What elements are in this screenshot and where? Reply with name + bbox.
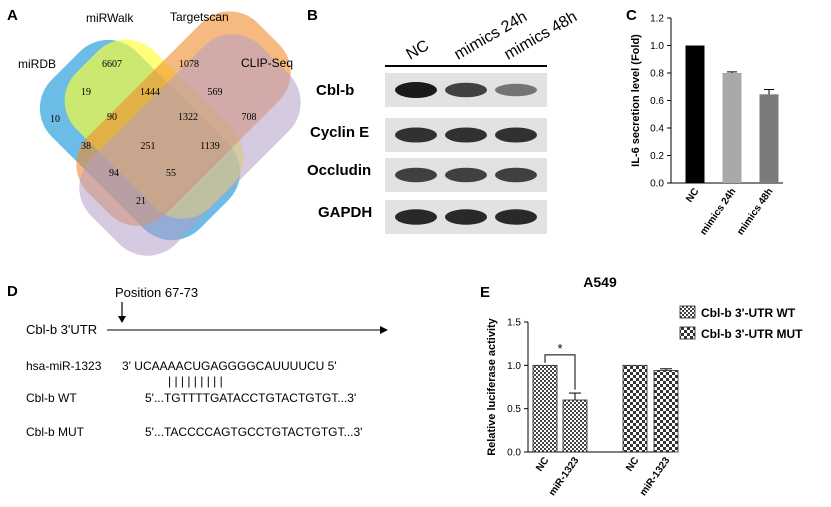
venn-count: 6607 xyxy=(102,59,122,70)
mut-label: Cbl-b MUT xyxy=(26,425,85,439)
mut-sequence: 5'...TACCCCAGTGCCTGTACTGTGT...3' xyxy=(145,425,362,439)
y-tick-label: 1.0 xyxy=(650,41,664,52)
y-tick-label: 1.2 xyxy=(650,14,664,25)
panel-a-label: A xyxy=(7,7,18,24)
blot-band xyxy=(395,127,437,143)
y-tick-label: 0.4 xyxy=(650,124,664,135)
bar xyxy=(759,94,779,183)
venn-count: 21 xyxy=(136,196,146,207)
wt-sequence: 5'...TGTTTTGATACCTGTACTGTGT...3' xyxy=(145,391,356,405)
venn-count: 38 xyxy=(81,141,91,152)
blot-band xyxy=(395,209,437,225)
panel-c-label: C xyxy=(626,7,637,24)
utr-label: Cbl-b 3'UTR xyxy=(26,322,97,337)
position-arrowhead xyxy=(118,316,126,323)
venn-count: 1139 xyxy=(200,141,220,152)
panel-e-label: E xyxy=(480,284,490,301)
venn-count: 1322 xyxy=(178,112,198,123)
blot-band xyxy=(445,209,487,225)
venn-label-clipseq: CLIP-Seq xyxy=(241,56,293,70)
y-tick-label: 0.2 xyxy=(650,151,664,162)
blot-band xyxy=(495,83,537,97)
bar xyxy=(622,364,648,453)
bar xyxy=(532,364,558,453)
utr-arrowhead xyxy=(380,326,388,334)
chart-title: A549 xyxy=(583,274,617,290)
blot-band xyxy=(495,127,537,143)
x-tick-label: miR-1323 xyxy=(638,455,673,498)
mirna-label: hsa-miR-1323 xyxy=(26,359,102,373)
venn-count: 94 xyxy=(109,168,119,179)
blot-band xyxy=(495,167,537,183)
blot-band xyxy=(495,209,537,225)
venn-count: 1078 xyxy=(179,59,199,70)
position-label: Position 67-73 xyxy=(115,285,198,300)
blot-labels: Cbl-b Cyclin E Occludin GAPDH xyxy=(307,82,372,221)
venn-count: 251 xyxy=(141,141,156,152)
venn-count: 1444 xyxy=(140,87,160,98)
x-tick-label: miR-1323 xyxy=(547,455,582,498)
venn-count: 708 xyxy=(242,112,257,123)
venn-count: 19 xyxy=(81,87,91,98)
significance-bracket xyxy=(544,354,576,390)
y-tick-label: 0.6 xyxy=(650,96,664,107)
blot-band xyxy=(395,167,437,183)
blot-row-label: GAPDH xyxy=(318,204,372,221)
significance-star: * xyxy=(557,341,562,356)
blot-band xyxy=(445,127,487,143)
legend-swatch xyxy=(679,326,696,340)
venn-counts: 10 6607 1078 708 19 1444 569 90 1322 38 … xyxy=(50,59,257,207)
luciferase-bar-chart: A549 0.0 0.5 1.0 1.5 Relative luciferase acti… xyxy=(486,274,803,498)
wt-label: Cbl-b WT xyxy=(26,391,77,405)
venn-count: 90 xyxy=(107,112,117,123)
legend-swatch xyxy=(679,305,696,319)
x-tick-label: mimics 48h xyxy=(735,186,775,237)
bar xyxy=(653,370,679,453)
blot-band xyxy=(395,82,437,98)
x-tick-label: NC xyxy=(534,455,551,473)
blot-row-label: Cbl-b xyxy=(316,82,354,99)
blot-row-label: Occludin xyxy=(307,162,371,179)
bar xyxy=(562,399,588,453)
venn-count: 55 xyxy=(166,168,176,179)
panel-b-label: B xyxy=(307,7,318,24)
y-axis-label: Relative luciferase activity xyxy=(486,317,498,455)
blot-lane-label: NC xyxy=(404,37,433,63)
blot-row-label: Cyclin E xyxy=(310,124,369,141)
x-tick-label: mimics 24h xyxy=(698,186,738,237)
venn-count: 10 xyxy=(50,114,60,125)
x-tick-label: NC xyxy=(624,455,641,473)
legend-label: Cbl-b 3'-UTR WT xyxy=(701,306,796,320)
y-tick-label: 0.0 xyxy=(507,448,521,459)
y-tick-label: 0.8 xyxy=(650,69,664,80)
y-axis-label: IL-6 secretion level (Fold) xyxy=(630,34,642,167)
venn-count: 569 xyxy=(208,87,223,98)
legend-label: Cbl-b 3'-UTR MUT xyxy=(701,327,803,341)
y-tick-label: 0.5 xyxy=(507,404,521,415)
blot-image xyxy=(385,65,547,234)
venn-label-targetscan: Targetscan xyxy=(170,10,229,24)
venn-set-clipseq xyxy=(79,34,301,256)
il6-bar-chart: 0.0 0.2 0.4 0.6 0.8 1.0 1.2IL-6 secretion leve… xyxy=(630,14,783,237)
venn-label-mirwalk: miRWalk xyxy=(86,11,134,25)
x-tick-label: NC xyxy=(684,186,701,204)
venn-diagram xyxy=(39,11,301,256)
venn-label-mirdb: miRDB xyxy=(18,57,56,71)
panel-d-label: D xyxy=(7,283,18,300)
blot-band xyxy=(445,82,487,98)
blot-band xyxy=(445,167,487,183)
bar xyxy=(722,73,742,183)
bar xyxy=(685,45,705,183)
y-tick-label: 1.5 xyxy=(507,318,521,329)
y-tick-label: 1.0 xyxy=(507,361,521,372)
base-pairing-lines: | | | | | | | | | xyxy=(168,374,223,388)
y-tick-label: 0.0 xyxy=(650,179,664,190)
mirna-sequence: 3' UCAAAACUGAGGGGCAUUUUCU 5' xyxy=(122,359,337,373)
